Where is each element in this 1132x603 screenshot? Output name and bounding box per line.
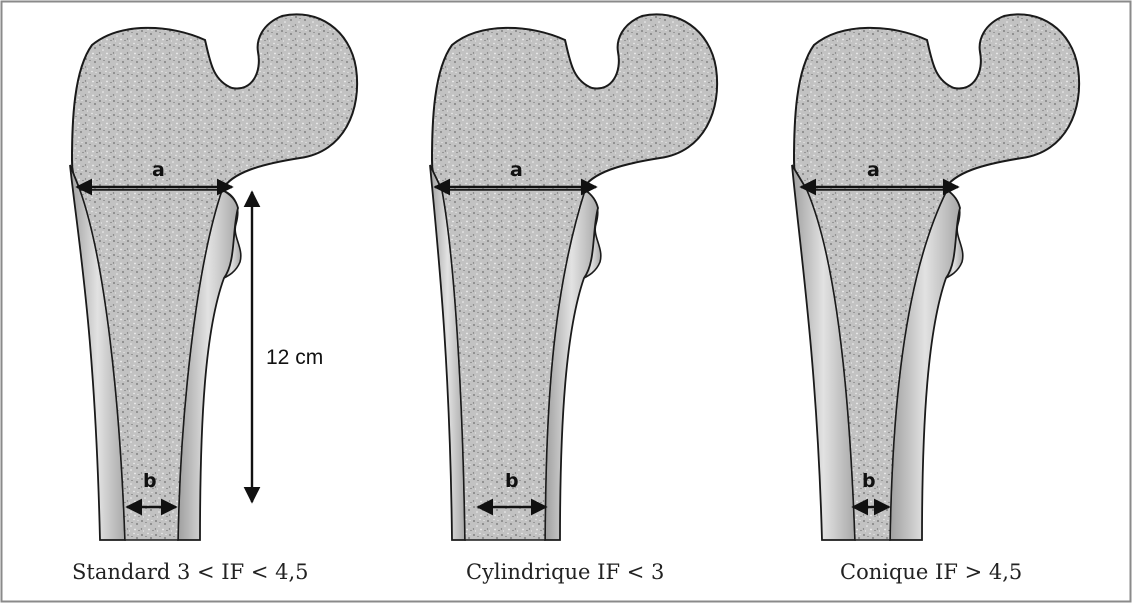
femur-panel-conique: ab [792,14,1079,540]
label-b: b [143,470,157,492]
label-a: a [510,159,523,181]
caption-conique: Conique IF > 4,5 [840,560,1022,584]
label-a: a [867,159,880,181]
caption-standard: Standard 3 < IF < 4,5 [72,560,309,584]
label-b: b [862,470,876,492]
label-b: b [505,470,519,492]
femur-panel-standard: ab [70,14,357,540]
femoral-head [432,14,717,190]
height-measure-label: 12 cm [266,346,323,369]
femoral-head [794,14,1079,190]
femoral-head [72,14,357,190]
label-a: a [152,159,165,181]
femur-panel-cylindrique: ab [430,14,717,540]
caption-cylindrique: Cylindrique IF < 3 [466,560,664,584]
